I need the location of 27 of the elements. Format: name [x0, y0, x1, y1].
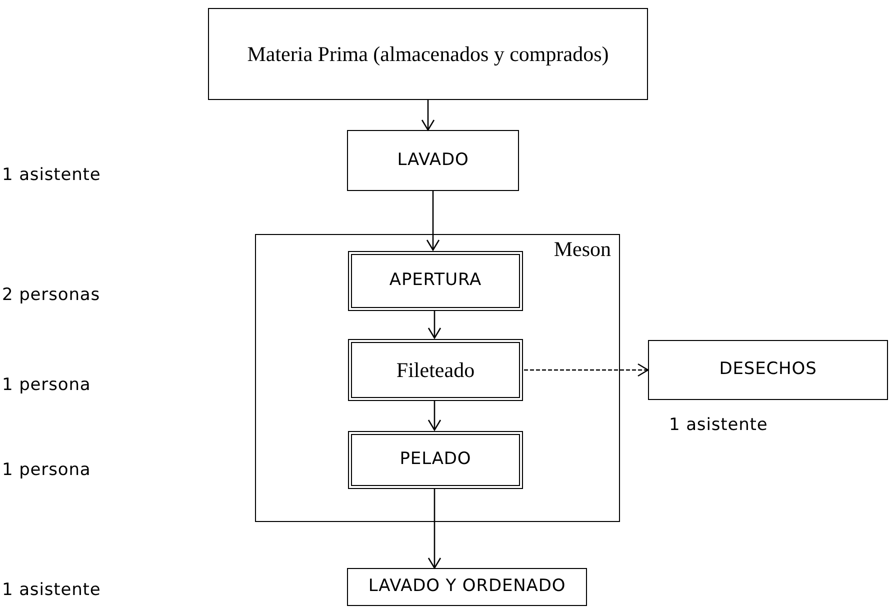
arrow — [428, 310, 442, 339]
box-label: DESECHOS — [718, 358, 818, 382]
node-caption: 1 asistente — [669, 414, 768, 437]
arrow — [428, 488, 442, 569]
staff-note: 2 personas — [2, 284, 100, 307]
box-label: APERTURA — [388, 269, 483, 292]
process-box — [348, 339, 523, 401]
staff-note: 1 asistente — [2, 164, 101, 187]
box-label: PELADO — [398, 448, 472, 472]
staff-note: 1 asistente — [2, 579, 101, 602]
box-label: LAVADO Y ORDENADO — [367, 575, 567, 598]
process-box — [348, 251, 523, 311]
box-label: Materia Prima (almacenados y comprados) — [246, 40, 610, 68]
box-label: LAVADO — [396, 148, 470, 172]
group-box — [255, 234, 620, 522]
arrow — [421, 100, 435, 131]
process-box — [348, 431, 523, 489]
arrow — [426, 191, 440, 251]
arrow — [428, 400, 442, 431]
group-label: Meson — [554, 236, 611, 263]
process-box — [347, 130, 519, 191]
arrow — [524, 363, 649, 377]
process-box — [208, 8, 648, 100]
staff-note: 1 persona — [2, 374, 91, 397]
staff-note: 1 persona — [2, 459, 91, 482]
box-label: Fileteado — [395, 356, 476, 384]
process-box — [347, 568, 587, 606]
